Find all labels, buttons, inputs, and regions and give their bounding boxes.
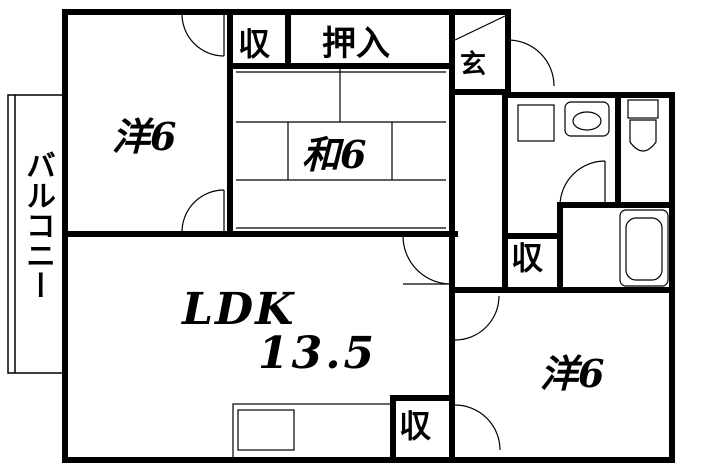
japanese-room-label: 和6 xyxy=(302,132,367,177)
ldk-label: LDK xyxy=(182,284,296,335)
walls xyxy=(62,9,675,463)
entrance-label: 玄 xyxy=(460,50,487,80)
closet-bottom-label: 収 xyxy=(399,407,432,445)
western-room-1-label: 洋6 xyxy=(112,114,177,159)
closet-mid-label: 収 xyxy=(511,239,544,277)
western-room-2-label: 洋6 xyxy=(540,351,605,396)
closet-top-label: 収 xyxy=(238,25,271,63)
fixtures xyxy=(70,13,671,463)
ldk-area-label: 13.5 xyxy=(258,328,378,379)
oshiire-label: 押入 xyxy=(322,24,390,64)
balcony-label: バルコニー xyxy=(20,150,55,300)
